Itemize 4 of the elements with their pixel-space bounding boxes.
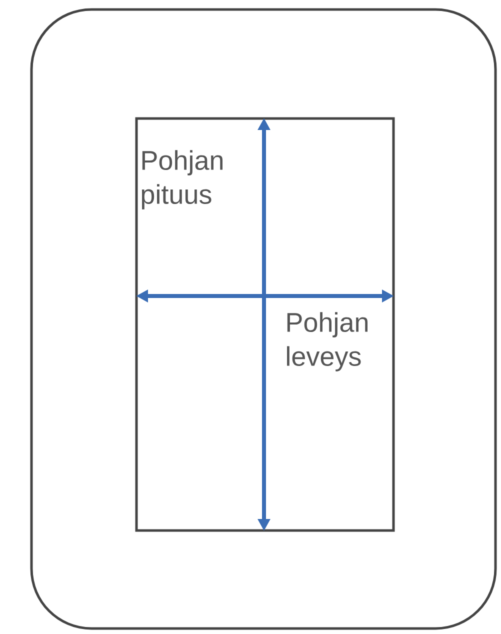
dimension-label: Pohjan pituus: [142, 150, 222, 210]
base-rectangle: [135, 117, 395, 532]
outer-frame: [30, 8, 497, 630]
dimension-label: Pohjan leveys: [287, 312, 368, 372]
